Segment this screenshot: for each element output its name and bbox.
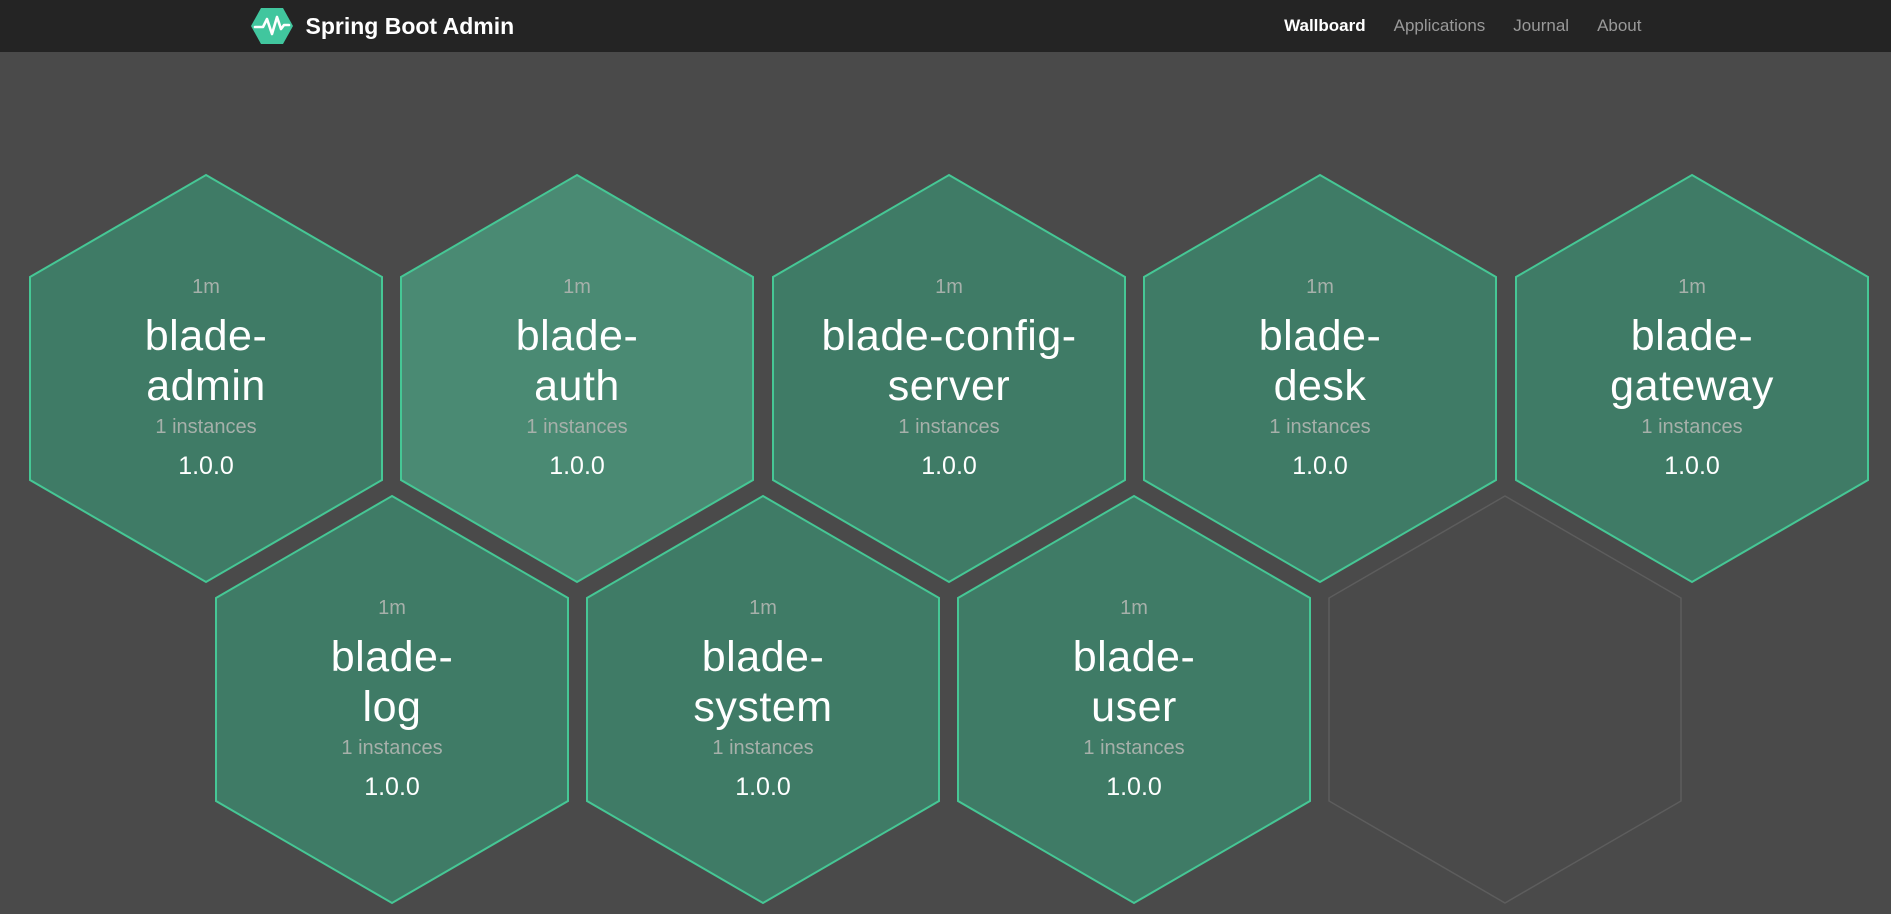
app-instances: 1 instances	[712, 737, 814, 759]
hexagon-shape	[772, 173, 1126, 584]
app-name: blade- system	[693, 633, 833, 731]
app-uptime: 1m	[1678, 276, 1706, 298]
hexagon-content: 1m blade- gateway 1 instances 1.0.0	[1514, 173, 1870, 584]
hexagon-content: 1m blade- user 1 instances 1.0.0	[956, 494, 1312, 905]
app-name: blade-config- server	[821, 312, 1077, 410]
app-uptime: 1m	[1120, 597, 1148, 619]
app-uptime: 1m	[192, 276, 220, 298]
hexagon-shape	[215, 494, 569, 905]
nav-item-about[interactable]: About	[1597, 16, 1642, 35]
app-hexagon-blade-auth[interactable]: 1m blade- auth 1 instances 1.0.0	[399, 173, 755, 584]
app-name: blade- desk	[1258, 312, 1382, 410]
app-version: 1.0.0	[178, 452, 234, 480]
hexagon-content: 1m blade- desk 1 instances 1.0.0	[1142, 173, 1498, 584]
hexagon-content: 1m blade- system 1 instances 1.0.0	[585, 494, 941, 905]
hexagon-shape	[1143, 173, 1497, 584]
app-hexagon-blade-log[interactable]: 1m blade- log 1 instances 1.0.0	[214, 494, 570, 905]
nav-item-applications[interactable]: Applications	[1393, 16, 1486, 35]
app-hexagon-blade-user[interactable]: 1m blade- user 1 instances 1.0.0	[956, 494, 1312, 905]
top-navbar: Spring Boot Admin Wallboard Applications…	[0, 0, 1891, 52]
app-instances: 1 instances	[155, 416, 257, 438]
app-name: blade- gateway	[1610, 312, 1774, 410]
app-name: blade- auth	[515, 312, 639, 410]
wallboard: 1m blade- admin 1 instances 1.0.0 1m bla…	[0, 52, 1891, 914]
hexagon-content: 1m blade- auth 1 instances 1.0.0	[399, 173, 755, 584]
app-name: blade- admin	[144, 312, 268, 410]
app-instances: 1 instances	[1269, 416, 1371, 438]
empty-hexagon-slot	[1327, 494, 1683, 905]
app-hexagon-blade-config-server[interactable]: 1m blade-config- server 1 instances 1.0.…	[771, 173, 1127, 584]
hexagon-content: 1m blade- admin 1 instances 1.0.0	[28, 173, 384, 584]
app-version: 1.0.0	[549, 452, 605, 480]
app-hexagon-blade-system[interactable]: 1m blade- system 1 instances 1.0.0	[585, 494, 941, 905]
app-instances: 1 instances	[898, 416, 1000, 438]
app-version: 1.0.0	[921, 452, 977, 480]
navbar-container: Spring Boot Admin Wallboard Applications…	[250, 7, 1642, 45]
app-instances: 1 instances	[341, 737, 443, 759]
hexagon-shape	[29, 173, 383, 584]
app-uptime: 1m	[563, 276, 591, 298]
hexagon-outline-shape	[1328, 495, 1682, 904]
app-uptime: 1m	[378, 597, 406, 619]
brand[interactable]: Spring Boot Admin	[250, 7, 515, 45]
main-nav: Wallboard Applications Journal About	[1284, 16, 1641, 36]
nav-item-journal[interactable]: Journal	[1513, 16, 1570, 35]
app-instances: 1 instances	[526, 416, 628, 438]
app-version: 1.0.0	[735, 773, 791, 801]
app-uptime: 1m	[749, 597, 777, 619]
app-name: blade- user	[1072, 633, 1196, 731]
app-uptime: 1m	[935, 276, 963, 298]
brand-title: Spring Boot Admin	[305, 12, 515, 39]
app-version: 1.0.0	[364, 773, 420, 801]
hexagon-shape	[957, 494, 1311, 905]
app-hexagon-blade-gateway[interactable]: 1m blade- gateway 1 instances 1.0.0	[1514, 173, 1870, 584]
app-hexagon-blade-desk[interactable]: 1m blade- desk 1 instances 1.0.0	[1142, 173, 1498, 584]
hexagon-shape	[1515, 173, 1869, 584]
app-instances: 1 instances	[1641, 416, 1743, 438]
hexagon-content: 1m blade-config- server 1 instances 1.0.…	[771, 173, 1127, 584]
spring-boot-admin-logo-icon	[250, 8, 293, 44]
hexagon-shape	[400, 173, 754, 584]
app-instances: 1 instances	[1083, 737, 1185, 759]
app-version: 1.0.0	[1292, 452, 1348, 480]
app-version: 1.0.0	[1106, 773, 1162, 801]
app-name: blade- log	[330, 633, 454, 731]
hexagon-shape	[586, 494, 940, 905]
nav-item-wallboard[interactable]: Wallboard	[1284, 16, 1366, 35]
hexagon-content: 1m blade- log 1 instances 1.0.0	[214, 494, 570, 905]
app-hexagon-blade-admin[interactable]: 1m blade- admin 1 instances 1.0.0	[28, 173, 384, 584]
app-uptime: 1m	[1306, 276, 1334, 298]
app-version: 1.0.0	[1664, 452, 1720, 480]
